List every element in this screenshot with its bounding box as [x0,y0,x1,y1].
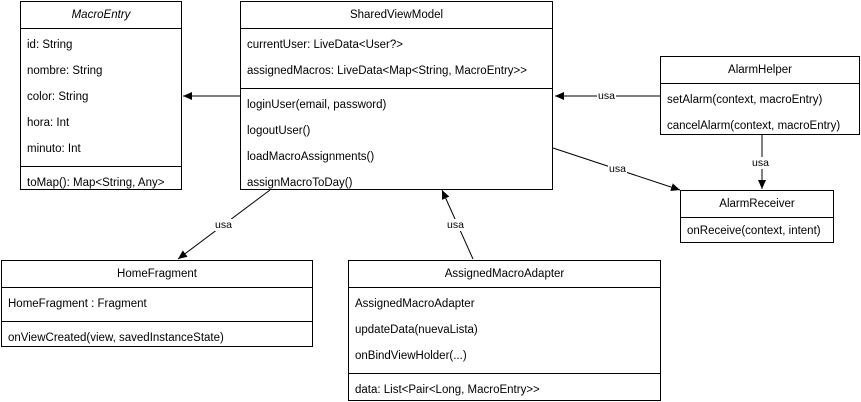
class-homefragment[interactable]: HomeFragment HomeFragment : Fragment onV… [1,260,313,347]
method: cancelAlarm(context, macroEntry) [667,120,841,132]
methods-section: onViewCreated(view, savedInstanceState) [2,322,312,355]
attribute: data: List<Pair<Long, MacroEntry>> [355,384,540,396]
attribute: nombre: String [27,65,103,77]
method: assignMacroToDay() [247,177,353,189]
class-name: HomeFragment [2,261,312,288]
methods-section: setAlarm(context, macroEntry) cancelAlar… [661,84,859,143]
attributes-section: HomeFragment : Fragment [2,288,312,322]
method: loadMacroAssignments() [247,151,375,163]
class-macroentry[interactable]: MacroEntry id: String nombre: String col… [20,1,182,190]
attributes-section: currentUser: LiveData<User?> assignedMac… [241,29,552,89]
attributes-section: data: List<Pair<Long, MacroEntry>> [349,374,660,402]
class-name: SharedViewModel [241,2,552,29]
methods-section: onReceive(context, intent) [681,218,833,248]
attribute: minuto: Int [27,143,81,155]
attribute: color: String [27,91,89,103]
class-name: AlarmHelper [661,57,859,84]
class-alarmreceiver[interactable]: AlarmReceiver onReceive(context, intent) [680,190,834,243]
method: loginUser(email, password) [247,99,387,111]
methods-section: loginUser(email, password) logoutUser() … [241,89,552,200]
method: setAlarm(context, macroEntry) [667,94,823,106]
attributes-section: id: String nombre: String color: String … [21,29,181,167]
method: logoutUser() [247,125,311,137]
attribute: HomeFragment : Fragment [8,298,147,310]
method: onReceive(context, intent) [687,225,821,237]
attribute: currentUser: LiveData<User?> [247,39,403,51]
method: toMap(): Map<String, Any> [27,177,165,189]
class-assignedmacroadapter[interactable]: AssignedMacroAdapter AssignedMacroAdapte… [348,260,661,401]
class-sharedviewmodel[interactable]: SharedViewModel currentUser: LiveData<Us… [240,1,553,190]
class-name: AssignedMacroAdapter [349,261,660,288]
method: updateData(nuevaLista) [355,324,478,336]
class-alarmhelper[interactable]: AlarmHelper setAlarm(context, macroEntry… [660,56,860,135]
class-name: MacroEntry [21,2,181,29]
method: onViewCreated(view, savedInstanceState) [8,332,224,344]
method: AssignedMacroAdapter [355,298,475,310]
edge-label-alarmhelper-receiver: usa [751,157,770,169]
edge-label-viewmodel-receiver: usa [608,163,627,175]
method: onBindViewHolder(...) [355,350,467,362]
attribute: hora: Int [27,117,70,129]
methods-section: AssignedMacroAdapter updateData(nuevaLis… [349,288,660,374]
attribute: id: String [27,39,73,51]
edge-label-alarmhelper-viewmodel: usa [597,90,616,102]
attribute: assignedMacros: LiveData<Map<String, Mac… [247,65,527,77]
edge-label-viewmodel-homefragment: usa [214,219,233,231]
class-name: AlarmReceiver [681,191,833,218]
edge-label-adapter-viewmodel: usa [446,219,465,231]
methods-section: toMap(): Map<String, Any> [21,167,181,200]
